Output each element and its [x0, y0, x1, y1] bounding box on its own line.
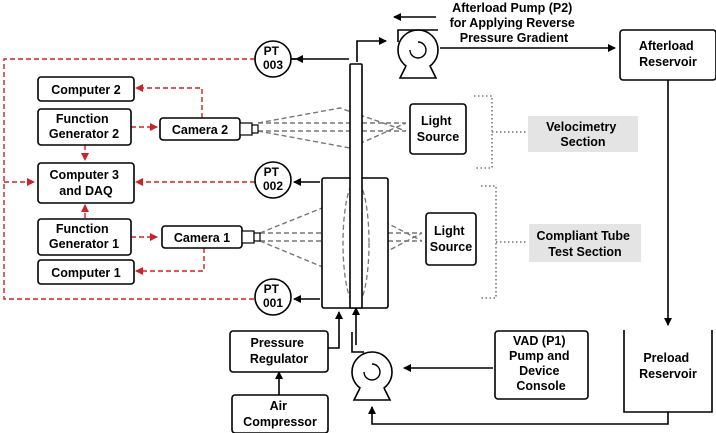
camera-lens-icon: [239, 122, 259, 136]
pump-icon: [397, 29, 439, 79]
svg-text:Light Source: Light Source: [417, 114, 459, 144]
svg-text:Velocimetry Section: Velocimetry Section: [546, 120, 620, 149]
section-brackets: [474, 95, 528, 299]
preload-reservoir: Preload Reservoir: [623, 330, 713, 413]
svg-text:Function Generator 2: Function Generator 2: [49, 112, 119, 141]
pump-icon: [351, 332, 393, 401]
light-source-top: Light Source: [409, 103, 467, 155]
svg-text:Pressure Regulator: Pressure Regulator: [250, 336, 308, 366]
svg-text:Afterload Reservoir: Afterload Reservoir: [639, 39, 697, 69]
camera-2: Camera 2: [159, 117, 259, 141]
function-generator-1: Function Generator 1: [37, 218, 132, 256]
svg-text:Computer 2: Computer 2: [51, 83, 121, 97]
svg-text:Camera 1: Camera 1: [174, 231, 230, 245]
pt-002: PT 002: [254, 161, 292, 199]
svg-text:Light Source: Light Source: [430, 224, 472, 254]
vad-console: VAD (P1) Pump and Device Console: [494, 330, 589, 400]
pt-003: PT 003: [254, 40, 292, 78]
camera-1: Camera 1: [161, 225, 261, 249]
computer-1: Computer 1: [37, 259, 135, 285]
camera-lens-icon: [241, 230, 261, 244]
pressure-regulator: Pressure Regulator: [229, 330, 329, 373]
svg-text:Camera 2: Camera 2: [172, 123, 228, 137]
compliant-tube-section: Compliant Tube Test Section: [529, 224, 641, 262]
svg-text:Air Compressor: Air Compressor: [243, 399, 317, 429]
flow-tube: [349, 63, 363, 309]
svg-text:PT 002: PT 002: [263, 165, 283, 193]
afterload-pump-label: Afterload Pump (P2) for Applying Reverse…: [450, 1, 579, 45]
pt-001: PT 001: [254, 278, 292, 316]
flow-lines: [275, 13, 672, 425]
svg-text:Function Generator 1: Function Generator 1: [49, 222, 119, 251]
function-generator-2: Function Generator 2: [37, 108, 132, 146]
svg-text:Computer 1: Computer 1: [51, 266, 121, 280]
svg-text:PT 001: PT 001: [263, 282, 283, 310]
svg-text:Preload Reservoir: Preload Reservoir: [639, 351, 697, 381]
svg-text:Compliant Tube Test Sect: Compliant Tube Test Section: [537, 229, 634, 259]
air-compressor: Air Compressor: [231, 394, 329, 433]
computer-3-daq: Computer 3 and DAQ: [37, 162, 135, 204]
svg-text:PT 003: PT 003: [263, 44, 283, 72]
svg-text:Computer 3 and DAQ: Computer 3 and DAQ: [50, 168, 123, 198]
light-source-bottom: Light Source: [425, 212, 477, 266]
computer-2: Computer 2: [37, 76, 135, 102]
afterload-reservoir: Afterload Reservoir: [619, 29, 716, 81]
svg-text:VAD (P1) Pump and: VAD (P1) Pump and Device Console: [509, 334, 573, 393]
signal-lines: [3, 58, 255, 300]
velocimetry-section: Velocimetry Section: [528, 116, 638, 152]
